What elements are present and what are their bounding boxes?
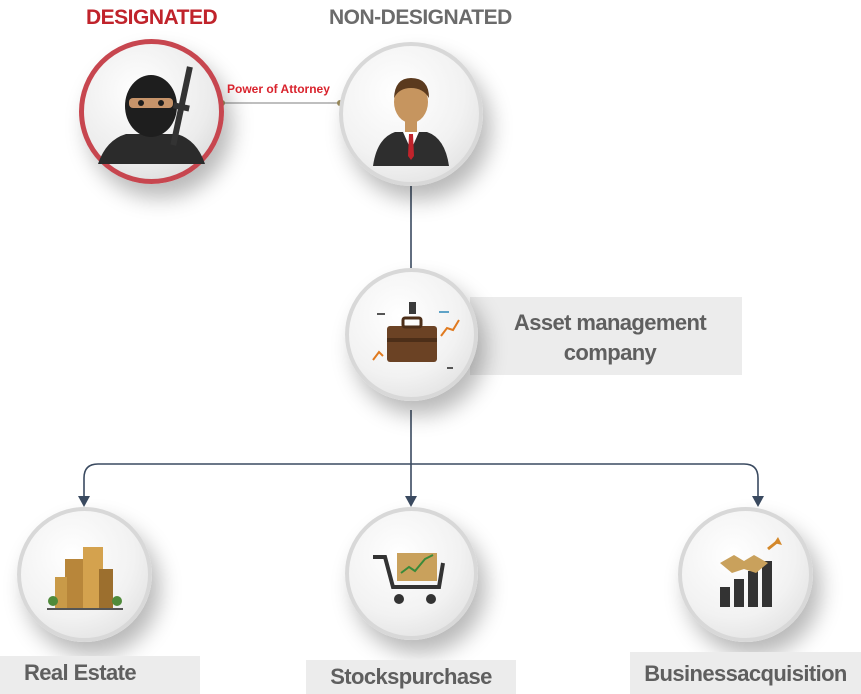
arrow-stocks (405, 496, 417, 507)
non-designated-title: NON-DESIGNATED (329, 6, 512, 29)
stocks-purchase-label: Stockspurchase (330, 664, 492, 689)
business-acquisition-label-bg (630, 652, 861, 694)
arrow-real-estate (78, 496, 90, 507)
handshake-chart-icon (720, 537, 782, 607)
building-icon (47, 547, 123, 610)
terrorist-icon (98, 66, 205, 164)
stocks-purchase-circle (345, 507, 478, 640)
branch-connector (83, 463, 759, 500)
non-designated-person-circle (339, 42, 483, 186)
business-acquisition-label: Businessacquisition (644, 661, 847, 686)
real-estate-circle (17, 507, 152, 642)
asset-management-label-line1: Asset management (513, 310, 707, 335)
arrow-business (752, 496, 764, 507)
shopping-cart-chart-icon (373, 553, 445, 604)
business-acquisition-circle (678, 507, 813, 642)
briefcase-icon (372, 302, 460, 369)
power-of-attorney-label: Power of Attorney (227, 82, 330, 96)
businessman-icon (373, 78, 449, 166)
stocks-purchase-label-bg (306, 660, 516, 694)
real-estate-label: Real Estate (23, 660, 137, 685)
asset-management-label-line2: company (563, 340, 657, 365)
asset-management-label: Asset management company (490, 308, 730, 368)
designated-title: DESIGNATED (86, 6, 218, 29)
asset-management-circle (345, 268, 478, 401)
asset-management-label-bg (470, 297, 742, 375)
designated-person-circle (79, 39, 224, 184)
real-estate-label-bg (0, 656, 200, 694)
